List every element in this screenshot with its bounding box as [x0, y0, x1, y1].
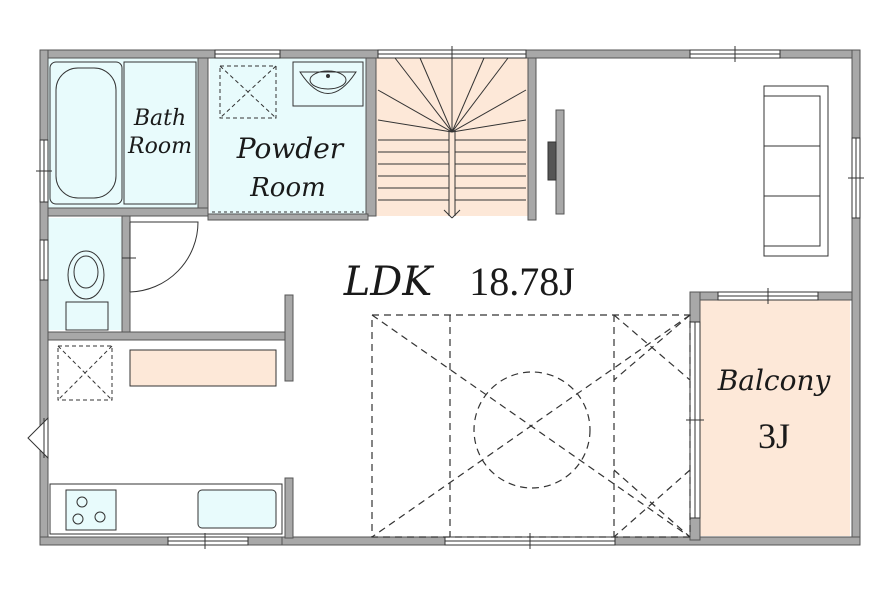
- stove-icon: [65, 489, 117, 531]
- toilet-door: [122, 221, 199, 293]
- bath-room-floor: [48, 58, 198, 210]
- stairs-icon: [377, 57, 527, 219]
- balcony-size-label: 3J: [758, 416, 790, 456]
- window-top-powder: [214, 49, 281, 59]
- tv-icon: [547, 141, 557, 181]
- kitchen-counter: [129, 349, 277, 387]
- bath-room-label-line2: Room: [127, 134, 192, 159]
- washbasin-icon: [292, 61, 364, 107]
- window-right: [848, 137, 864, 219]
- window-bottom-ldk: [444, 533, 616, 549]
- window-bottom-kitchen: [167, 533, 249, 549]
- powder-room-label-line2: Room: [249, 173, 326, 203]
- washing-machine-icon: [219, 65, 277, 119]
- ldk-size-label: 18.78J: [469, 259, 575, 304]
- window-balcony-top: [717, 288, 819, 304]
- fridge-icon: [57, 345, 113, 401]
- powder-room-label-line1: Powder: [236, 132, 345, 165]
- bathtub-icon: [49, 61, 197, 205]
- window-top-right: [689, 46, 781, 62]
- balcony-floor: [700, 300, 850, 536]
- balcony-label: Balcony: [717, 364, 832, 397]
- ldk-label: LDK: [343, 259, 435, 305]
- toilet-floor: [48, 218, 122, 330]
- kitchen-cabinet: [49, 483, 283, 535]
- bath-room-label-line1: Bath: [133, 106, 186, 131]
- sofa-icon: [763, 85, 829, 257]
- toilet-icon: [65, 250, 109, 331]
- atrium-void: [371, 314, 691, 538]
- window-kitchen-left: [27, 416, 49, 460]
- window-bath-left: [36, 139, 52, 203]
- window-toilet-left: [39, 239, 49, 281]
- sink-icon: [197, 489, 277, 529]
- powder-room-floor: [210, 58, 368, 214]
